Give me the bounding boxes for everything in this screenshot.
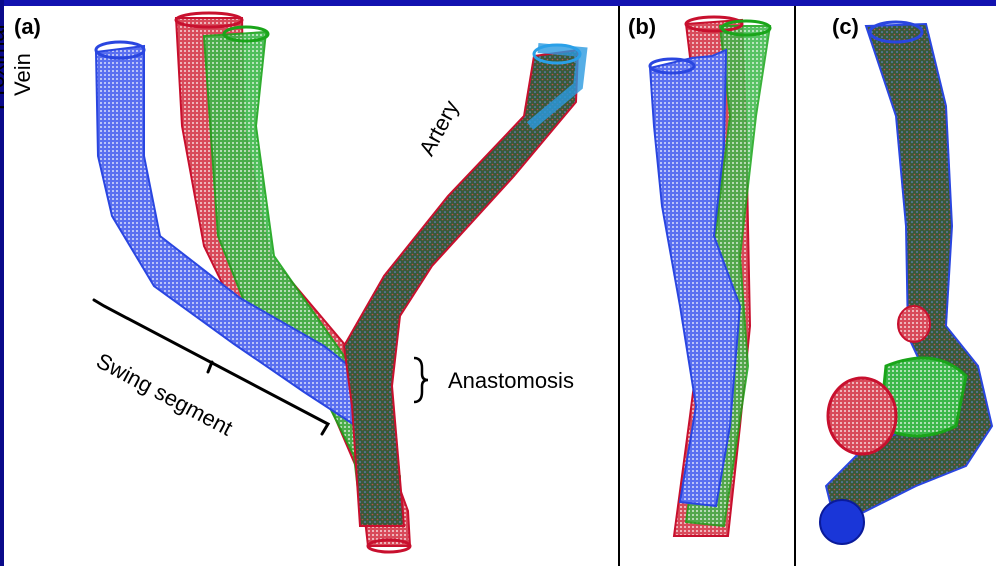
proximal-vein-line1: Proximal [0, 24, 10, 110]
panel-a: (a) Proximal Vein Artery Swing segment A… [4, 6, 618, 566]
anastomosis-label: Anastomosis [448, 368, 574, 394]
vessel-render-a [4, 6, 618, 566]
red-ring-c [828, 378, 896, 454]
vessel-render-c [796, 6, 996, 566]
panel-b: (b) [620, 6, 794, 566]
blue-end-c [820, 500, 864, 544]
vessel-render-b [620, 6, 794, 566]
anastomosis-brace [414, 358, 428, 402]
panel-c: (c) [796, 6, 996, 566]
red-bubble-c [898, 306, 930, 342]
proximal-vein-label: Proximal Vein [0, 24, 36, 110]
proximal-vein-line2: Vein [10, 24, 36, 110]
panel-c-label: (c) [832, 14, 859, 40]
panel-b-label: (b) [628, 14, 656, 40]
